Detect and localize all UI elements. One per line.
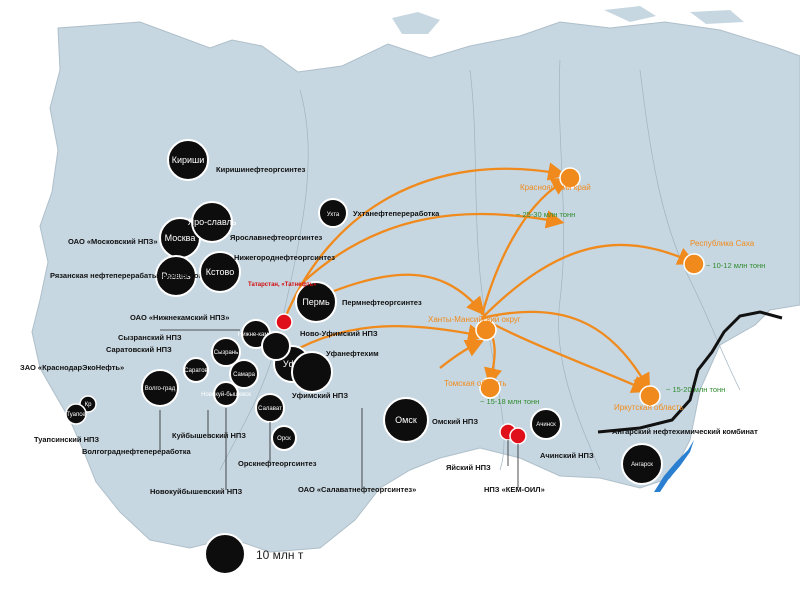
label-omsk: Омский НПЗ: [432, 417, 478, 426]
svg-text:Орск: Орск: [277, 436, 291, 442]
refinery-saratov[interactable]: Саратов: [183, 357, 209, 383]
svg-text:Туапсе: Туапсе: [66, 412, 86, 418]
refinery-perm[interactable]: Пермь: [295, 281, 337, 323]
label-samara: Куйбышевский НПЗ: [172, 431, 246, 440]
label-khmao: Ханты-Мансийский округ: [428, 315, 521, 324]
region-krasnoyarsk[interactable]: [559, 167, 581, 189]
label-kstovo: Нижегороднефтеоргсинтез: [234, 253, 335, 262]
svg-text:Омск: Омск: [395, 415, 417, 425]
region-khmao[interactable]: [475, 319, 497, 341]
border-line: [597, 310, 783, 434]
label-salavat: ОАО «Салаватнефтеоргсинтез»: [298, 485, 416, 494]
svg-text:Кириши: Кириши: [172, 155, 205, 165]
refinery-orsk[interactable]: Орск: [271, 425, 297, 451]
svg-text:Кр: Кр: [85, 402, 92, 408]
label-ufa-novo: Ново-Уфимский НПЗ: [300, 329, 378, 338]
label-krasnoyarsk: Красноярский край: [520, 183, 591, 192]
label-tatarstan: Татарстан, «Татнефть»: [248, 281, 317, 288]
refinery-tuapse[interactable]: Туапсе: [65, 403, 87, 425]
label-saratov: Саратовский НПЗ: [106, 345, 172, 354]
svg-text:Саратов: Саратов: [184, 368, 207, 374]
capacity-irkutsk: ~ 15-20 млн тонн: [666, 385, 725, 394]
svg-text:Яро-славль: Яро-славль: [188, 217, 237, 227]
label-kem-oil: НПЗ «КЕМ-ОИЛ»: [484, 485, 545, 494]
label-syzran: Сызранский НПЗ: [118, 333, 182, 342]
label-novokuibyshevsk: Новокуйбышевский НПЗ: [150, 487, 243, 496]
svg-text:Нижне-камск: Нижне-камск: [238, 332, 275, 338]
svg-text:Ангарск: Ангарск: [631, 462, 653, 468]
label-irkutsk: Иркутская область: [614, 403, 684, 412]
label-volgograd: Волгограднефтепереработка: [82, 447, 191, 456]
svg-text:Волго-град: Волго-град: [145, 386, 176, 392]
refinery-ukhta[interactable]: Ухта: [318, 198, 348, 228]
legend-label: 10 млн т: [256, 548, 304, 562]
label-yaisk: Яйский НПЗ: [446, 463, 491, 472]
refinery-yaroslavl[interactable]: Яро-славль: [188, 201, 237, 243]
refinery-kstovo[interactable]: Кстово: [199, 251, 241, 293]
arctic-island: [604, 6, 656, 22]
label-ufa-ufimsky: Уфимский НПЗ: [292, 391, 348, 400]
arctic-island-east: [690, 10, 744, 24]
label-ukhta: Ухтанефтепереработка: [353, 209, 440, 218]
svg-text:Самара: Самара: [233, 372, 256, 378]
lake-baikal: [654, 440, 694, 492]
refinery-kirishi[interactable]: Кириши: [167, 139, 209, 181]
capacity-sakha: ~ 10-12 млн тонн: [706, 261, 765, 270]
label-nizhnekamsk: ОАО «Нижнекамский НПЗ»: [130, 313, 229, 322]
refinery-ufa-novo[interactable]: [261, 331, 291, 361]
label-kirishi: Киришинефтеоргсинтез: [216, 165, 306, 174]
label-sakha: Республика Саха: [690, 239, 755, 248]
svg-text:Ачинск: Ачинск: [536, 422, 556, 428]
refinery-samara[interactable]: Самара: [229, 359, 259, 389]
refinery-achinsk[interactable]: Ачинск: [530, 408, 562, 440]
refinery-ufa-ufimsky[interactable]: [291, 351, 333, 393]
legend-circle: [204, 533, 246, 575]
refinery-angarsk[interactable]: Ангарск: [621, 443, 663, 485]
label-tomsk: Томская область: [444, 379, 507, 388]
region-sakha[interactable]: [683, 253, 705, 275]
leader-lines: [159, 329, 519, 490]
refinery-omsk[interactable]: Омск: [383, 397, 429, 443]
refinery-volgograd[interactable]: Волго-град: [141, 369, 179, 407]
refinery-ryazan[interactable]: Рязань: [155, 255, 197, 297]
svg-text:Кстово: Кстово: [206, 267, 234, 277]
svg-text:Сызрань: Сызрань: [214, 350, 239, 356]
marker-tatarstan[interactable]: [275, 313, 293, 331]
label-achinsk: Ачинский НПЗ: [540, 451, 594, 460]
svg-text:Москва: Москва: [165, 233, 196, 243]
label-angarsk: Ангарский нефтехимический комбинат: [612, 427, 758, 436]
svg-text:Пермь: Пермь: [302, 297, 330, 307]
russia-landmass: [31, 21, 800, 553]
label-yaroslavl: Ярославнефтеоргсинтез: [230, 233, 323, 242]
region-tomsk[interactable]: [479, 377, 501, 399]
svg-text:Салават: Салават: [258, 406, 282, 412]
label-ufa: Уфанефтехим: [326, 349, 379, 358]
marker-kem-oil[interactable]: [509, 427, 527, 445]
label-orsk: Орскнефтеоргсинтез: [238, 459, 317, 468]
legend: 10 млн т: [204, 533, 304, 575]
label-tuapse: Туапсинский НПЗ: [34, 435, 99, 444]
capacity-tomsk: ~ 15-18 млн тонн: [480, 397, 539, 406]
label-moscow: ОАО «Московский НПЗ»: [68, 237, 158, 246]
svg-text:Новокуй-бышевск: Новокуй-бышевск: [201, 391, 251, 398]
svg-text:Ухта: Ухта: [327, 212, 340, 218]
region-irkutsk[interactable]: [639, 385, 661, 407]
label-krasnodar: ЗАО «КраснодарЭкоНефть»: [20, 363, 124, 372]
refinery-salavat[interactable]: Салават: [255, 393, 285, 423]
label-ryazan: Рязанская нефтеперерабатывающая компания: [50, 271, 226, 280]
novaya-zemlya-island: [392, 12, 440, 34]
label-perm: Пермнефтеоргсинтез: [342, 298, 422, 307]
svg-text:Рязань: Рязань: [161, 271, 191, 281]
refinery-novokuibyshevsk[interactable]: Новокуй-бышевск: [201, 381, 251, 407]
refinery-syzran[interactable]: Сызрань: [211, 337, 241, 367]
svg-text:Уфа: Уфа: [283, 359, 301, 369]
capacity-krasnoyarsk: ~ 25-30 млн тонн: [516, 210, 575, 219]
